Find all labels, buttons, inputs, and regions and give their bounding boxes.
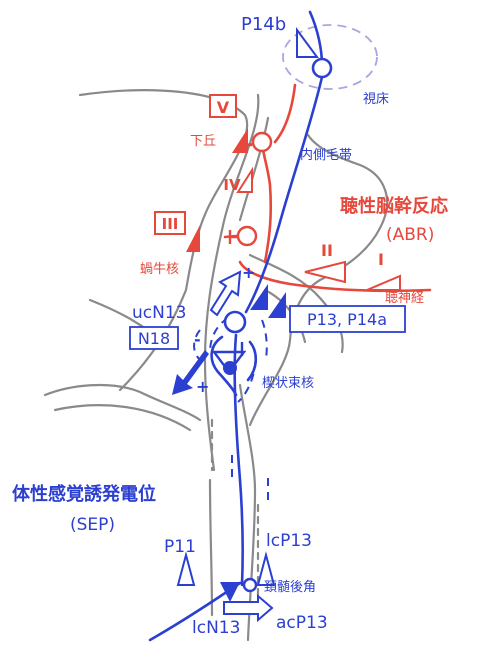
- wave-iv-label: IV: [223, 176, 241, 194]
- wave-ii-wedge: [305, 262, 345, 282]
- cochlear-neuron: [238, 227, 256, 245]
- cochlear-nucleus-label: 蝸牛核: [140, 262, 179, 277]
- wave-i-label: I: [378, 250, 384, 269]
- p13-p14a-label: P13, P14a: [307, 310, 387, 329]
- cuneate-soma: [223, 361, 237, 375]
- thalamus-label: 視床: [363, 92, 389, 107]
- cuneate-neuron: [225, 312, 245, 332]
- p14b-label: P14b: [241, 14, 286, 35]
- lcn13-wedge: [220, 582, 240, 602]
- p13-wedge-2: [268, 292, 286, 318]
- wave-v-wedge: [232, 128, 248, 153]
- lcn13-label: lcN13: [192, 618, 240, 638]
- plus-lower: +: [196, 377, 209, 396]
- inferior-colliculus-label: 下丘: [190, 134, 216, 149]
- cuneate-nucleus-label: 楔状束核: [262, 376, 314, 391]
- ucn13-arrow: [211, 272, 240, 315]
- wave-ii-label: II: [321, 241, 333, 260]
- minus-upper: -: [194, 330, 201, 349]
- abr-abbrev: (ABR): [386, 225, 434, 245]
- p11-wedge: [178, 555, 194, 585]
- thalamus-neuron: [313, 59, 331, 77]
- wave-iii-wedge: [186, 225, 200, 252]
- colliculus-neuron: [253, 133, 271, 151]
- abr-title: 聴性脳幹反応: [340, 195, 448, 217]
- p11-label: P11: [164, 537, 196, 557]
- synapse-cn: [230, 230, 237, 244]
- n18-label: N18: [138, 329, 170, 348]
- p14b-wedge: [297, 30, 317, 57]
- wave-v-label: V: [217, 98, 230, 117]
- dorsal-horn-label: 頚髄後角: [264, 580, 316, 595]
- sep-title: 体性感覚誘発電位: [12, 483, 156, 505]
- sep-abbrev: (SEP): [70, 515, 115, 535]
- plus-upper: +: [242, 263, 255, 282]
- acp13-label: acP13: [276, 613, 328, 633]
- medial-lemniscus-label: 内側毛帯: [300, 147, 352, 163]
- lcp13-label: lcP13: [266, 531, 312, 551]
- auditory-nerve-label: 聴神経: [385, 291, 424, 306]
- ucn13-label: ucN13: [132, 303, 186, 323]
- wave-i-wedge: [367, 276, 400, 290]
- brainstem-outline: [45, 90, 387, 640]
- wave-iii-label: III: [162, 215, 179, 233]
- dorsal-horn-neuron: [244, 579, 256, 591]
